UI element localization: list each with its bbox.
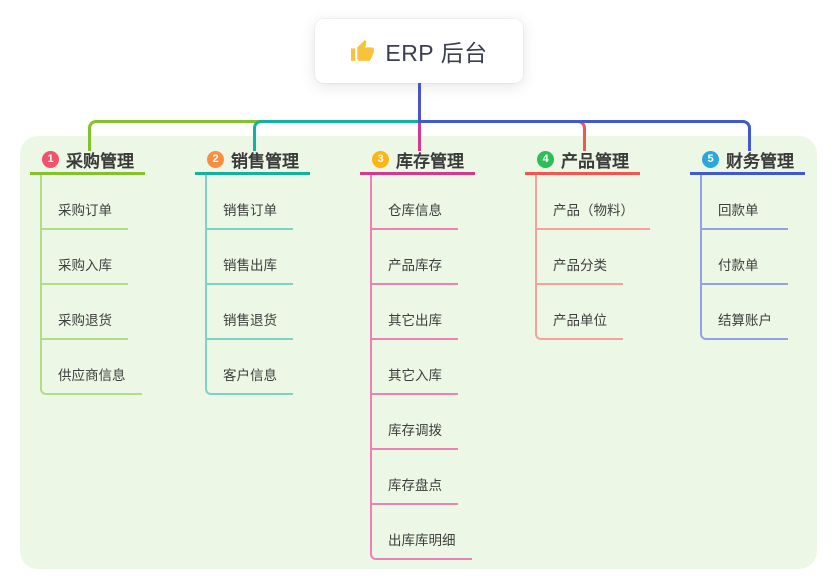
child-node-label: 产品库存 (388, 258, 442, 273)
child-node[interactable]: 库存调拨 (370, 395, 458, 450)
child-node-label: 库存盘点 (388, 478, 442, 493)
branch-children: 仓库信息产品库存其它出库其它入库库存调拨库存盘点出库库明细 (370, 175, 472, 560)
child-node-label: 销售出库 (223, 258, 277, 273)
child-node-label: 采购入库 (58, 258, 112, 273)
root-node-label: ERP 后台 (385, 40, 488, 66)
child-node-label: 产品（物料） (553, 203, 634, 218)
branch-3: 3 库存管理 仓库信息产品库存其它出库其它入库库存调拨库存盘点出库库明细 (360, 146, 475, 560)
child-node[interactable]: 销售出库 (205, 230, 293, 285)
child-node-label: 其它出库 (388, 313, 442, 328)
child-node-label: 客户信息 (223, 368, 277, 383)
child-node-label: 出库库明细 (388, 533, 456, 548)
connector-branch-line (418, 120, 421, 151)
branch-node[interactable]: 2 销售管理 (195, 146, 310, 175)
child-node-label: 结算账户 (718, 313, 772, 328)
branch-node-label: 销售管理 (231, 151, 299, 171)
branch-number-badge: 1 (42, 150, 59, 168)
child-node[interactable]: 其它入库 (370, 340, 458, 395)
child-node-label: 采购退货 (58, 313, 112, 328)
branch-4: 4 产品管理 产品（物料） 产品分类产品单位 (525, 146, 650, 340)
branch-node-label: 库存管理 (396, 151, 464, 171)
child-node-label: 销售订单 (223, 203, 277, 218)
child-node-label: 采购订单 (58, 203, 112, 218)
branch-number-badge: 3 (372, 150, 389, 168)
child-node[interactable]: 结算账户 (700, 285, 788, 340)
child-node-label: 付款单 (718, 258, 759, 273)
branch-node-label: 产品管理 (561, 151, 629, 171)
child-node-label: 供应商信息 (58, 368, 126, 383)
child-node[interactable]: 供应商信息 (40, 340, 142, 395)
connector-branch-line (418, 120, 751, 151)
child-node-label: 销售退货 (223, 313, 277, 328)
child-node-label: 仓库信息 (388, 203, 442, 218)
branch-node[interactable]: 5 财务管理 (690, 146, 805, 175)
connector-root-stem (418, 83, 421, 123)
child-node[interactable]: 采购订单 (40, 175, 128, 230)
branch-children: 采购订单采购入库采购退货供应商信息 (40, 175, 142, 395)
child-node-label: 产品单位 (553, 313, 607, 328)
branch-number-badge: 5 (702, 150, 719, 168)
child-node[interactable]: 出库库明细 (370, 505, 472, 560)
child-node[interactable]: 仓库信息 (370, 175, 458, 230)
branch-node[interactable]: 1 采购管理 (30, 146, 145, 175)
child-node[interactable]: 回款单 (700, 175, 788, 230)
child-node[interactable]: 库存盘点 (370, 450, 458, 505)
branch-node[interactable]: 3 库存管理 (360, 146, 475, 175)
child-node-label: 产品分类 (553, 258, 607, 273)
branch-5: 5 财务管理 回款单付款单结算账户 (690, 146, 805, 340)
branch-children: 产品（物料） 产品分类产品单位 (535, 175, 650, 340)
branch-2: 2 销售管理 销售订单销售出库销售退货客户信息 (195, 146, 310, 395)
branch-1: 1 采购管理 采购订单采购入库采购退货供应商信息 (30, 146, 145, 395)
child-node-label: 其它入库 (388, 368, 442, 383)
root-node[interactable]: ERP 后台 (315, 19, 523, 83)
branch-number-badge: 4 (537, 150, 554, 168)
branches-panel (20, 136, 817, 569)
thumbs-up-icon (351, 39, 375, 61)
child-node[interactable]: 产品（物料） (535, 175, 650, 230)
connector-branch-line (253, 120, 421, 151)
child-node[interactable]: 其它出库 (370, 285, 458, 340)
child-node-label: 库存调拨 (388, 423, 442, 438)
branch-children: 销售订单销售出库销售退货客户信息 (205, 175, 293, 395)
child-node[interactable]: 产品单位 (535, 285, 623, 340)
child-node[interactable]: 销售退货 (205, 285, 293, 340)
branch-children: 回款单付款单结算账户 (700, 175, 788, 340)
child-node[interactable]: 产品分类 (535, 230, 623, 285)
branch-node-label: 采购管理 (66, 151, 134, 171)
child-node[interactable]: 付款单 (700, 230, 788, 285)
child-node[interactable]: 采购入库 (40, 230, 128, 285)
branch-node[interactable]: 4 产品管理 (525, 146, 640, 175)
child-node[interactable]: 销售订单 (205, 175, 293, 230)
child-node[interactable]: 采购退货 (40, 285, 128, 340)
branch-node-label: 财务管理 (726, 151, 794, 171)
child-node-label: 回款单 (718, 203, 759, 218)
child-node[interactable]: 客户信息 (205, 340, 293, 395)
branch-number-badge: 2 (207, 150, 224, 168)
child-node[interactable]: 产品库存 (370, 230, 458, 285)
